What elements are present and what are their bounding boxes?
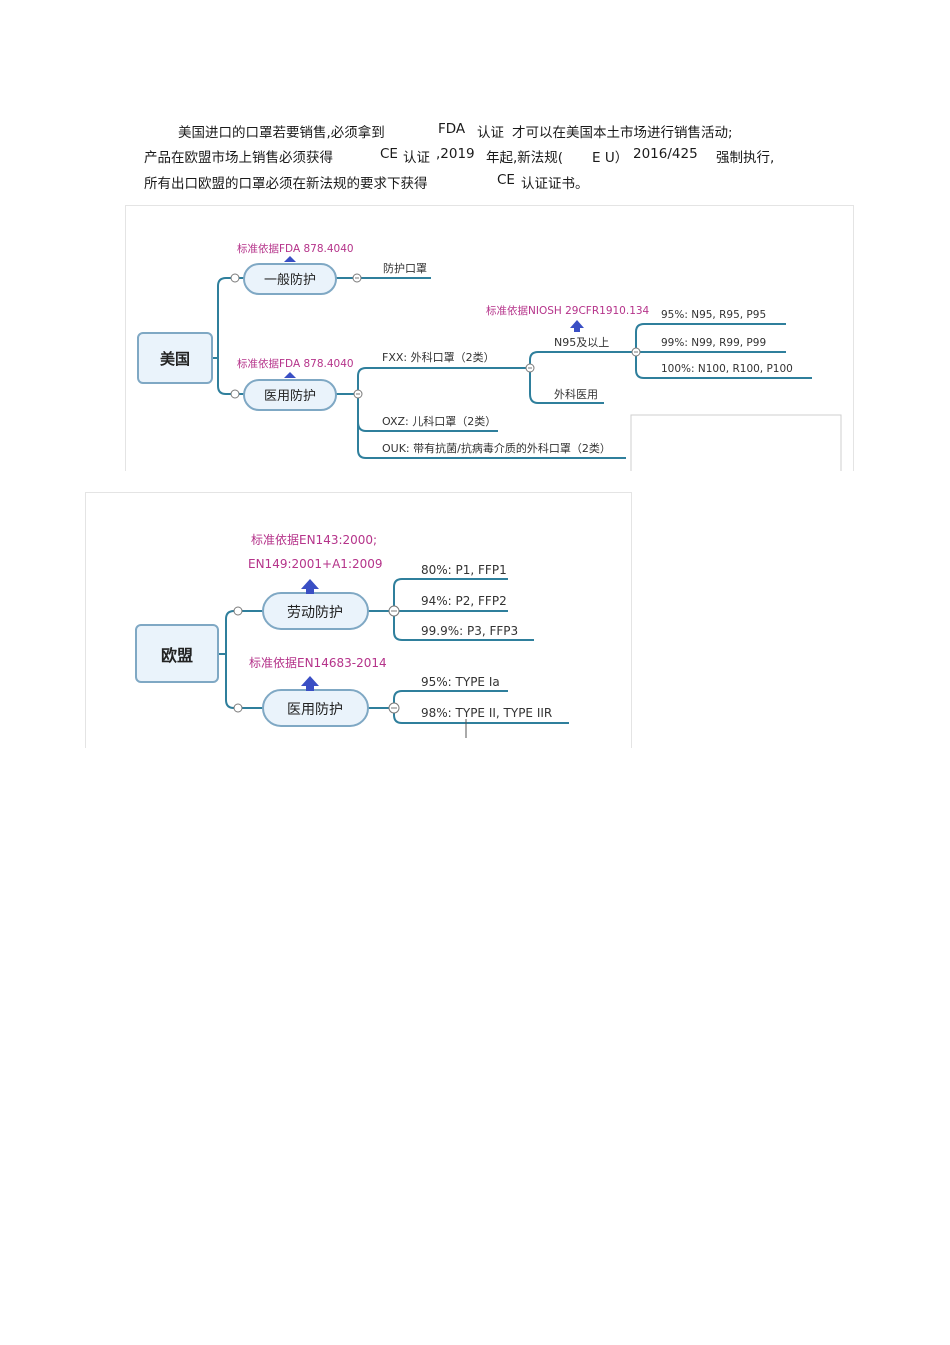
line-grade-95 bbox=[635, 323, 786, 352]
intro-line1-a: 美国进口的口罩若要销售,必须拿到 bbox=[178, 125, 385, 141]
line-n95 bbox=[528, 351, 636, 369]
arrow-up-icon bbox=[570, 320, 584, 332]
branch-line-general bbox=[212, 277, 244, 359]
labor-grade-p1: 80%: P1, FFP1 bbox=[421, 563, 507, 577]
line-p3 bbox=[393, 611, 534, 641]
intro-line2-d: ,2019 bbox=[436, 146, 475, 162]
medical-standard: 标准依据FDA 878.4040 bbox=[237, 357, 354, 370]
grade-100: 100%: N100, R100, P100 bbox=[661, 363, 793, 375]
intro-line1-d: 才可以在美国本土市场进行销售活动; bbox=[512, 125, 733, 141]
root-label-eu: 欧盟 bbox=[161, 646, 193, 665]
intro-line3-c: 认证证书。 bbox=[521, 176, 589, 192]
frame-edge bbox=[630, 414, 842, 471]
line-grade-100 bbox=[635, 352, 812, 379]
eu-medical-node bbox=[262, 689, 369, 727]
intro-line1-b: FDA bbox=[438, 121, 466, 137]
labor-grade-p3: 99.9%: P3, FFP3 bbox=[421, 624, 518, 638]
labor-standard-1: 标准依据EN143:2000; bbox=[251, 532, 377, 547]
general-node bbox=[243, 263, 337, 295]
oxz-label: OXZ: 儿科口罩（2类） bbox=[382, 414, 496, 428]
arrow-up-icon bbox=[284, 372, 296, 378]
n95-label: N95及以上 bbox=[554, 336, 609, 349]
grade-99: 99%: N99, R99, P99 bbox=[661, 337, 766, 349]
intro-line1-c: 认证 bbox=[477, 125, 504, 141]
line-type-ii bbox=[393, 708, 569, 724]
intro-line2-g: 2016/425 bbox=[633, 146, 698, 162]
arrow-up-icon bbox=[301, 579, 319, 594]
arrow-up-icon bbox=[284, 256, 296, 262]
branch-line-medical bbox=[217, 358, 244, 395]
general-standard: 标准依据FDA 878.4040 bbox=[237, 242, 354, 255]
us-mindmap: 美国 一般防护 标准依据FDA 878.4040 防护口罩 医用防护 标准依据F… bbox=[137, 242, 842, 471]
intro-line2-e: 年起,新法规( bbox=[486, 150, 564, 166]
intro-line2-b: CE bbox=[380, 146, 398, 162]
line-p1 bbox=[393, 578, 508, 611]
fxx-label: FXX: 外科口罩（2类） bbox=[382, 350, 495, 364]
labor-grade-p2: 94%: P2, FFP2 bbox=[421, 594, 507, 608]
intro-line2-f: E U） bbox=[592, 150, 629, 166]
intro-line3-a: 所有出口欧盟的口罩必须在新法规的要求下获得 bbox=[144, 176, 428, 192]
labor-node bbox=[262, 592, 369, 630]
medical-node bbox=[243, 379, 337, 411]
root-node-eu bbox=[135, 624, 219, 683]
eu-medical-label: 医用防护 bbox=[287, 702, 343, 718]
eu-medical-standard: 标准依据EN14683-2014 bbox=[249, 655, 387, 670]
ouk-label: OUK: 带有抗菌/抗病毒介质的外科口罩（2类） bbox=[382, 441, 611, 455]
root-node-us bbox=[137, 332, 213, 384]
niosh-standard: 标准依据NIOSH 29CFR1910.134 bbox=[486, 304, 650, 317]
eu-grade-type-ii: 98%: TYPE II, TYPE IIR bbox=[421, 706, 552, 720]
root-label-us: 美国 bbox=[160, 350, 190, 368]
branch-line-labor bbox=[218, 610, 263, 655]
intro-line2-a: 产品在欧盟市场上销售必须获得 bbox=[144, 150, 333, 166]
line-surgical bbox=[529, 368, 604, 404]
general-label: 一般防护 bbox=[264, 272, 316, 288]
line-ouk bbox=[357, 422, 626, 459]
medical-label: 医用防护 bbox=[264, 388, 316, 404]
labor-standard-2: EN149:2001+A1:2009 bbox=[248, 557, 383, 571]
eu-mindmap-image: 欧盟 劳动防护 标准依据EN143:2000; EN149:2001+A1:20… bbox=[85, 492, 632, 748]
intro-paragraph: 美国进口的口罩若要销售,必须拿到 FDA 认证 才可以在美国本土市场进行销售活动… bbox=[0, 0, 950, 200]
surgical-label: 外科医用 bbox=[554, 387, 598, 401]
line-fxx bbox=[357, 367, 528, 394]
labor-label: 劳动防护 bbox=[287, 605, 343, 621]
intro-line3-b: CE bbox=[497, 172, 515, 188]
general-child: 防护口罩 bbox=[383, 261, 427, 275]
us-mindmap-image: 美国 一般防护 标准依据FDA 878.4040 防护口罩 医用防护 标准依据F… bbox=[125, 205, 854, 471]
grade-95: 95%: N95, R95, P95 bbox=[661, 309, 766, 321]
eu-mindmap: 欧盟 劳动防护 标准依据EN143:2000; EN149:2001+A1:20… bbox=[135, 532, 569, 738]
arrow-up-icon bbox=[301, 676, 319, 691]
intro-line2-c: 认证 bbox=[403, 150, 430, 166]
eu-grade-type-i: 95%: TYPE Ia bbox=[421, 675, 500, 689]
line-type-i bbox=[393, 690, 508, 708]
intro-line2-h: 强制执行, bbox=[716, 150, 775, 166]
